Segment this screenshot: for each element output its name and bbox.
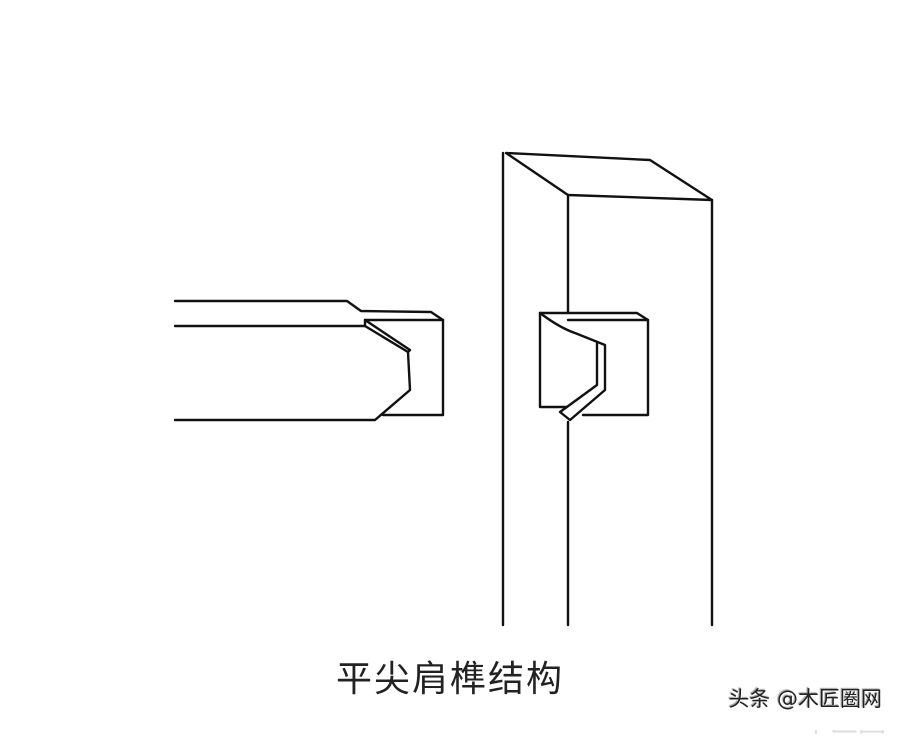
diagram-caption: 平尖肩榫结构 xyxy=(335,659,564,700)
tenon-beam xyxy=(173,299,445,422)
watermark: 头条 @木匠圈网 xyxy=(728,687,882,711)
mortise-post xyxy=(501,151,714,627)
